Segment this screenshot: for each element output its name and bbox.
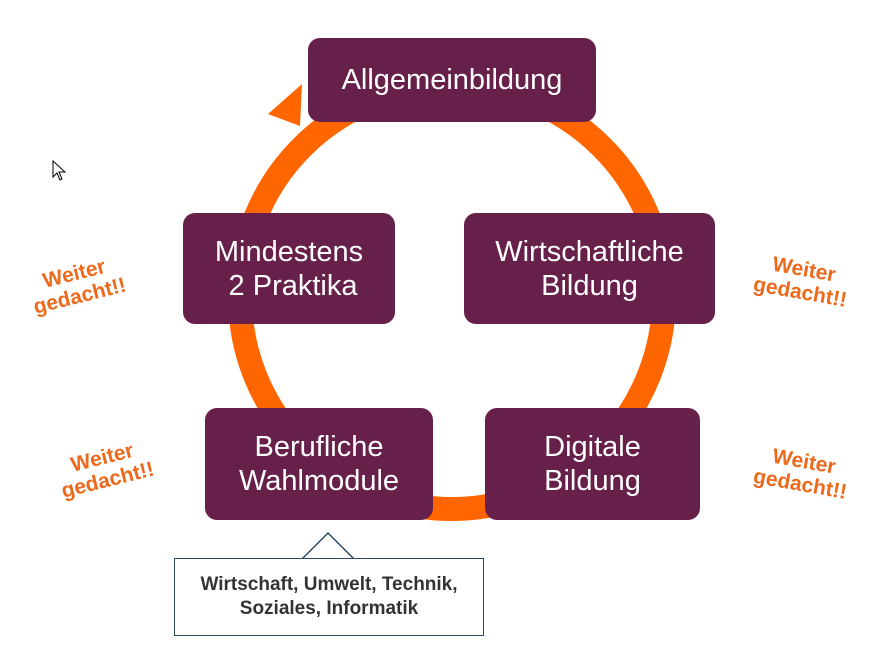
callout-box: Wirtschaft, Umwelt, Technik, Soziales, I… (174, 558, 484, 636)
node-line: 2 Praktika (220, 269, 358, 302)
cycle-arrowhead-icon (268, 84, 302, 126)
node-digitale-bildung: Digitale Bildung (485, 408, 700, 520)
node-line: Bildung (544, 465, 641, 497)
node-wirtschaftliche-bildung: Wirtschaftliche Bildung (464, 213, 715, 324)
node-mindestens-praktika: Mindestens 2 Praktika (183, 213, 395, 324)
node-line: Mindestens (214, 235, 364, 268)
node-line: Wahlmodule (238, 465, 400, 497)
node-line: Bildung (541, 269, 638, 302)
callout-pointer (300, 531, 356, 560)
node-berufliche-wahlmodule: Berufliche Wahlmodule (205, 408, 433, 520)
callout-line: Wirtschaft, Umwelt, Technik, (200, 574, 458, 595)
node-line: Digitale (544, 431, 641, 463)
node-line: Berufliche (254, 431, 384, 463)
callout-line: Soziales, Informatik (239, 598, 419, 619)
node-line: Wirtschaftliche (495, 235, 684, 268)
node-allgemeinbildung: Allgemeinbildung (308, 38, 596, 122)
mouse-cursor-icon (52, 160, 67, 181)
node-line: Allgemeinbildung (341, 64, 563, 96)
